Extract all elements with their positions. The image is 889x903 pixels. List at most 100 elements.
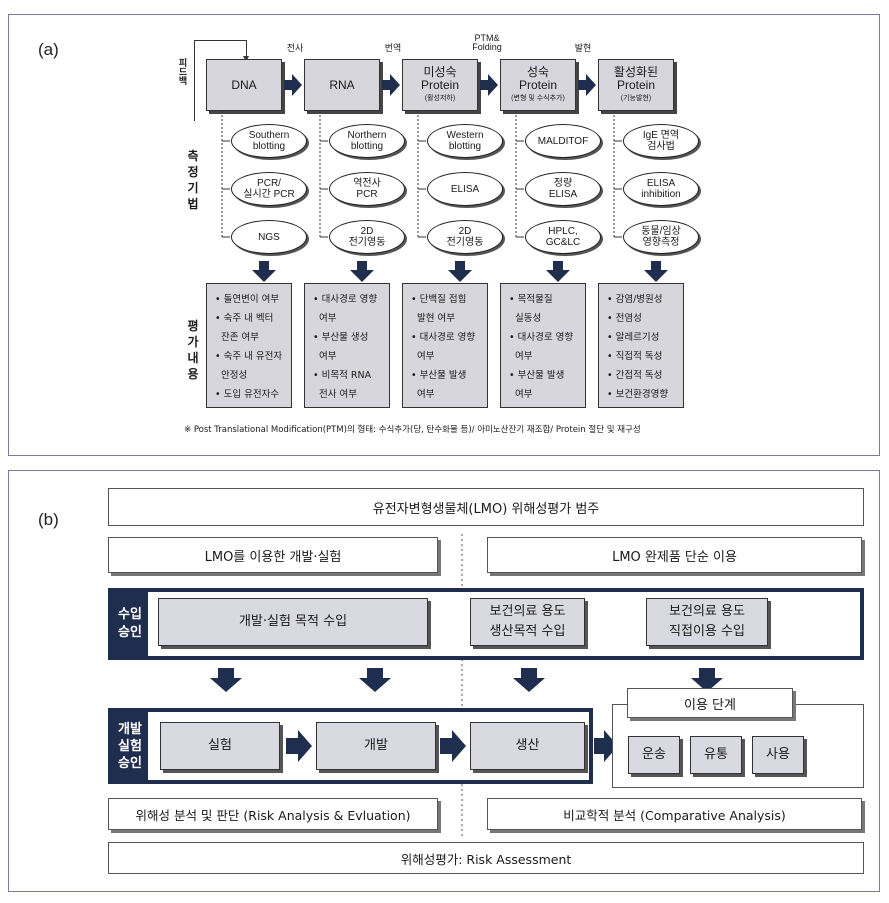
- stage-rna: RNA: [304, 59, 380, 111]
- method-2d-protein: 2D 전기영동: [427, 220, 503, 254]
- risk-assessment-box: 위해성평가: Risk Assessment: [108, 842, 864, 874]
- eval-label: 평 가 내 용: [187, 319, 199, 381]
- import-production-purpose: 보건의료 용도 생산목적 수입: [470, 598, 585, 646]
- feedback-line-down: [246, 40, 247, 58]
- eval-item: • 대사경로 영향: [313, 294, 378, 305]
- flow-arrow-3: [594, 730, 618, 762]
- eval-item: 발현 여부: [411, 313, 456, 324]
- process-label-expression: 발현: [574, 43, 592, 53]
- down-arrow-b3: [513, 668, 545, 692]
- down-arrow-4: [546, 261, 570, 282]
- eval-item: • 비목적 RNA: [313, 370, 372, 381]
- eval-item: 여부: [313, 313, 337, 324]
- method-ige: IgE 면역 검사법: [623, 124, 699, 158]
- panel-a-label: (a): [38, 40, 59, 59]
- method-elisa-inhibition: ELISA inhibition: [623, 172, 699, 206]
- stage-dna: DNA: [206, 59, 282, 111]
- eval-item: 안정성: [215, 370, 248, 381]
- import-approval-tab: 수입 승인: [112, 592, 148, 656]
- use-usage: 사용: [752, 736, 804, 774]
- lmo-category-header: 유전자변형생물체(LMO) 위해성평가 범주: [108, 488, 864, 526]
- flow-arrow-1: [286, 730, 312, 762]
- method-pcr: PCR/ 실시간 PCR: [231, 172, 307, 206]
- stage-immature-sub: (활성저하): [424, 94, 456, 102]
- flow-experiment: 실험: [160, 722, 280, 770]
- flow-production: 생산: [470, 722, 585, 770]
- stage-immature-protein: 미성숙 Protein (활성저하): [402, 59, 478, 111]
- feedback-label: 피 드 백: [178, 59, 188, 87]
- eval-item: 여부: [509, 351, 533, 362]
- eval-item: 여부: [313, 351, 337, 362]
- method-maldi: MALDITOF: [525, 124, 601, 158]
- risk-analysis-box: 위해성 분석 및 판단 (Risk Analysis & Evluation): [108, 798, 438, 830]
- stage-arrow-4: [578, 74, 596, 96]
- eval-item: • 알레르기성: [607, 332, 660, 343]
- method-label: 측 정 기 법: [187, 149, 199, 211]
- eval-item: • 단백질 접힘: [411, 294, 467, 305]
- flow-development: 개발: [316, 722, 436, 770]
- eval-item: • 감염/병원성: [607, 294, 663, 305]
- process-label-transcription: 전사: [286, 43, 304, 53]
- footnote: ※ Post Translational Modification(PTM)의 …: [184, 425, 641, 435]
- eval-item: • 간접적 독성: [607, 370, 663, 381]
- eval-item: • 숙주 내 유전자: [215, 351, 283, 362]
- eval-item: • 돌연변이 여부: [215, 294, 280, 305]
- flow-arrow-2: [440, 730, 466, 762]
- eval-mature-protein: • 목적물질 실동성 • 대사경로 영향 여부 • 부산물 발생 여부: [500, 283, 586, 408]
- eval-item: 여부: [509, 389, 533, 400]
- down-arrow-2: [350, 261, 374, 282]
- import-direct-use: 보건의료 용도 직접이용 수입: [646, 598, 768, 646]
- method-hplc: HPLC, GC&LC: [525, 220, 601, 254]
- eval-item: 여부: [411, 351, 435, 362]
- stage-arrow-3: [480, 74, 498, 96]
- use-transport: 운송: [628, 736, 680, 774]
- method-rt-pcr: 역전사 PCR: [329, 172, 405, 206]
- eval-item: • 도입 유전자수: [215, 389, 280, 400]
- stage-arrow-2: [382, 74, 400, 96]
- method-northern: Northern blotting: [329, 124, 405, 158]
- stage-immature-title: 미성숙 Protein: [420, 64, 460, 92]
- comparative-analysis-box: 비교학적 분석 (Comparative Analysis): [487, 798, 862, 830]
- eval-item: • 숙주 내 벡터: [215, 313, 274, 324]
- eval-item: 전사 여부: [313, 389, 358, 400]
- method-animal-clinical: 동물/임상 영향측정: [623, 220, 699, 254]
- eval-item: • 대사경로 영향: [509, 332, 574, 343]
- dev-experiment-header: LMO를 이용한 개발·실험: [108, 537, 438, 573]
- eval-item: • 전염성: [607, 313, 642, 324]
- eval-item: 여부: [411, 389, 435, 400]
- use-stage-title: 이용 단계: [627, 688, 793, 718]
- stage-active-protein: 활성화된 Protein(기능발현): [598, 59, 674, 111]
- stage-mature-protein: 성숙 Protein(변형 및 수식추가): [500, 59, 576, 111]
- eval-item: • 부산물 발생: [411, 370, 467, 381]
- finished-product-header: LMO 완제품 단순 이용: [487, 537, 862, 573]
- use-distribution: 유통: [690, 736, 742, 774]
- eval-item: • 목적물질: [509, 294, 553, 305]
- stage-arrow-1: [284, 74, 302, 96]
- method-western: Western blotting: [427, 124, 503, 158]
- eval-item: • 부산물 발생: [509, 370, 565, 381]
- eval-item: • 직접적 독성: [607, 351, 663, 362]
- eval-item: 잔존 여부: [215, 332, 260, 343]
- stage-dna-title: DNA: [231, 77, 257, 92]
- eval-item: 실동성: [509, 313, 542, 324]
- method-elisa: ELISA: [427, 172, 503, 206]
- method-ngs: NGS: [231, 220, 307, 254]
- eval-immature-protein: • 단백질 접힘 발현 여부 • 대사경로 영향 여부 • 부산물 발생 여부: [402, 283, 488, 408]
- dev-approval-tab: 개발 실험 승인: [112, 712, 148, 780]
- process-label-ptm: PTM& Folding: [472, 33, 502, 52]
- feedback-line-top: [194, 40, 246, 41]
- down-arrow-1: [252, 261, 276, 282]
- method-southern: Southern blotting: [231, 124, 307, 158]
- stage-mature-sub: (변형 및 수식추가): [511, 94, 565, 102]
- import-dev-purpose: 개발·실험 목적 수입: [158, 598, 428, 646]
- eval-item: • 대사경로 영향: [411, 332, 476, 343]
- stage-active-sub: (기능발현): [620, 94, 652, 102]
- feedback-line: [194, 40, 195, 121]
- down-arrow-b4: [691, 668, 723, 692]
- down-arrow-3: [448, 261, 472, 282]
- eval-active-protein: • 감염/병원성 • 전염성 • 알레르기성 • 직접적 독성 • 간접적 독성…: [598, 283, 684, 408]
- eval-dna: • 돌연변이 여부 • 숙주 내 벡터 잔존 여부 • 숙주 내 유전자 안정성…: [206, 283, 292, 408]
- down-arrow-b2: [359, 668, 391, 692]
